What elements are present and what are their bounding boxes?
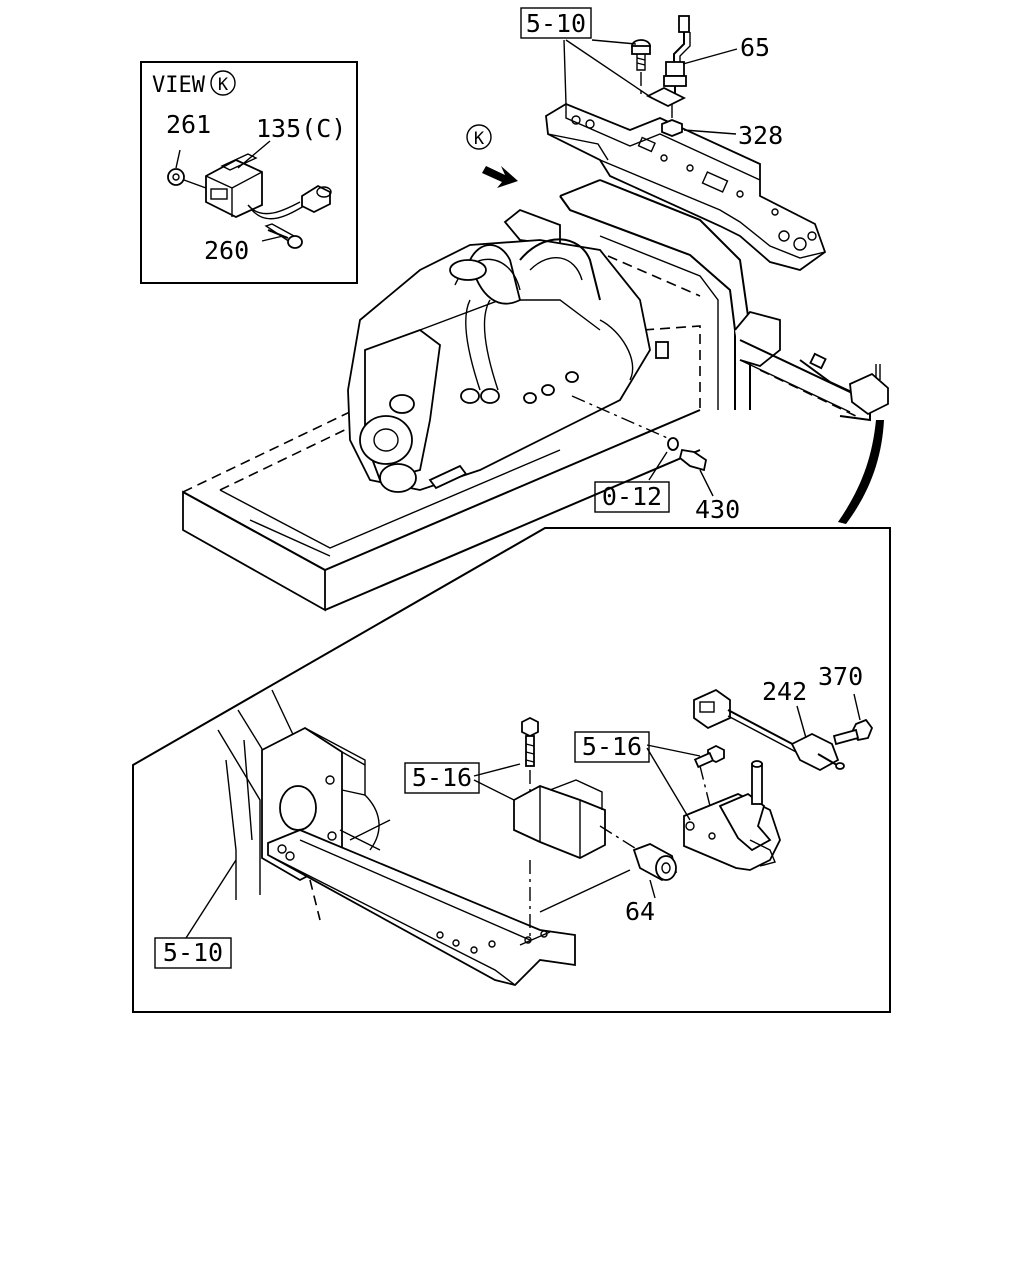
ref-label-5-10-top: 5-10 xyxy=(526,9,586,38)
ref-label-5-16-right: 5-16 xyxy=(582,732,642,761)
nut-328 xyxy=(661,104,737,137)
right-switch-bracket xyxy=(683,760,781,871)
ref-label-0-12: 0-12 xyxy=(602,482,662,511)
sensor-65 xyxy=(645,15,738,108)
view-k-marker-letter: K xyxy=(474,129,485,149)
label-430: 430 xyxy=(695,495,740,524)
leader-0-12 xyxy=(648,451,668,481)
bolt-5-10-top xyxy=(631,39,651,96)
label-261: 261 xyxy=(166,110,211,139)
view-direction-arrow-icon xyxy=(482,166,518,188)
view-k-frame xyxy=(140,61,358,284)
bolt-5-16-right xyxy=(693,744,725,807)
reference-leaders xyxy=(185,39,701,939)
frame-rail-detail xyxy=(267,819,576,986)
label-260: 260 xyxy=(204,236,249,265)
ref-label-5-16-left: 5-16 xyxy=(412,763,472,792)
reference-box-5-16-right: 5-16 xyxy=(574,731,650,763)
ref-label-5-10-bottom: 5-10 xyxy=(163,938,223,967)
label-64: 64 xyxy=(625,897,655,926)
detail-panel xyxy=(132,39,891,1013)
label-242: 242 xyxy=(762,677,807,706)
leader-panel-to-switch xyxy=(539,869,631,913)
sensor-242 xyxy=(693,688,845,772)
nut-261 xyxy=(167,149,207,189)
view-k-marker-circle xyxy=(466,124,492,150)
view-k-title: VIEW xyxy=(152,73,206,98)
view-k-circle xyxy=(210,70,236,96)
view-k-letter: K xyxy=(218,75,229,95)
switch-bracket xyxy=(513,779,606,859)
detail-panel-frame xyxy=(132,527,891,1013)
engine xyxy=(347,238,669,493)
label-370: 370 xyxy=(818,662,863,691)
relay-135c xyxy=(205,140,332,220)
label-65: 65 xyxy=(740,33,770,62)
bolt-260 xyxy=(261,223,303,249)
bolt-370 xyxy=(832,693,874,746)
view-k-marker: K xyxy=(466,124,518,188)
reference-box-5-10-top: 5-10 xyxy=(520,7,592,39)
upper-harness-connector xyxy=(799,352,889,416)
view-k-inset: VIEW K 261 xyxy=(140,61,358,284)
sensor-430 xyxy=(571,395,714,497)
reference-box-5-10-bottom: 5-10 xyxy=(154,937,232,969)
reference-box-0-12: 0-12 xyxy=(594,481,670,513)
reference-box-5-16-left: 5-16 xyxy=(404,762,480,794)
label-135c: 135(C) xyxy=(256,114,346,143)
top-crossmember xyxy=(545,102,827,271)
bolt-5-16-left xyxy=(521,716,539,940)
label-328: 328 xyxy=(738,121,783,150)
switch-64 xyxy=(599,825,678,899)
